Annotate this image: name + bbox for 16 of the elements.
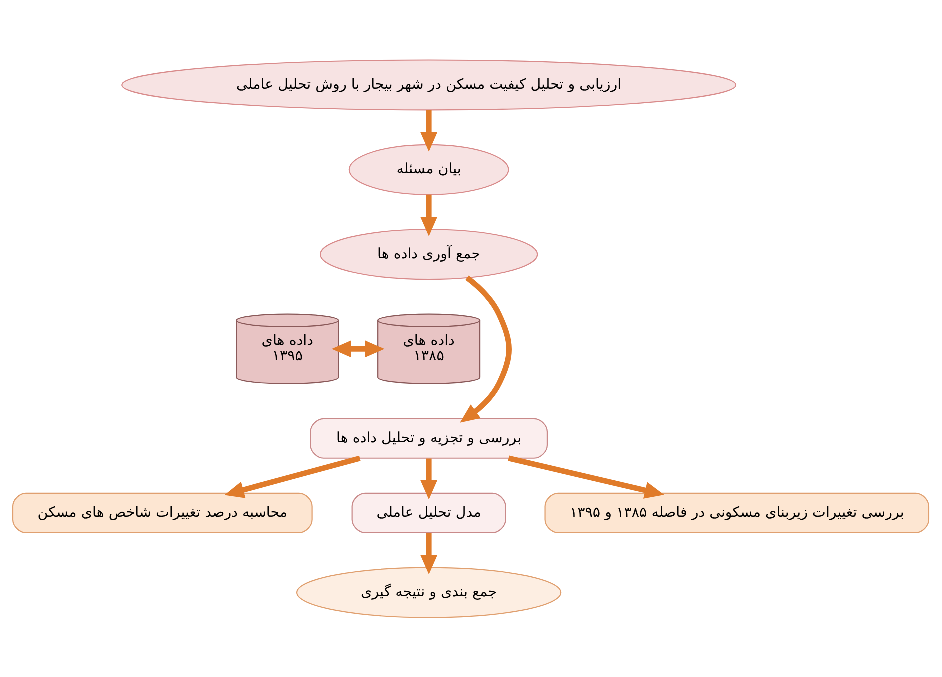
arrow	[420, 458, 438, 500]
node-box: مدل تحلیل عاملی	[352, 492, 506, 533]
node-box: بررسی تغییرات زیربنای مسکونی در فاصله ۱۳۸۵ و ۱۳۹۵	[544, 492, 930, 533]
node-ellipse: ارزیابی و تحلیل کیفیت مسکن در شهر بیجار با روش تحلیل عاملی	[122, 59, 737, 110]
arrow	[460, 275, 512, 422]
arrow	[224, 455, 361, 498]
arrow	[332, 340, 385, 358]
node-ellipse: جمع آوری داده ها	[320, 228, 538, 280]
node-box: محاسبه درصد تغییرات شاخص های مسکن	[12, 492, 313, 533]
node-ellipse: جمع بندی و نتیجه گیری	[296, 566, 562, 618]
node-ellipse: بیان مسئله	[348, 144, 510, 195]
node-box: بررسی و تجزیه و تحلیل داده ها	[310, 418, 548, 458]
arrow	[508, 455, 664, 498]
arrow	[420, 194, 438, 236]
arrow	[420, 532, 438, 574]
arrow	[420, 110, 438, 152]
